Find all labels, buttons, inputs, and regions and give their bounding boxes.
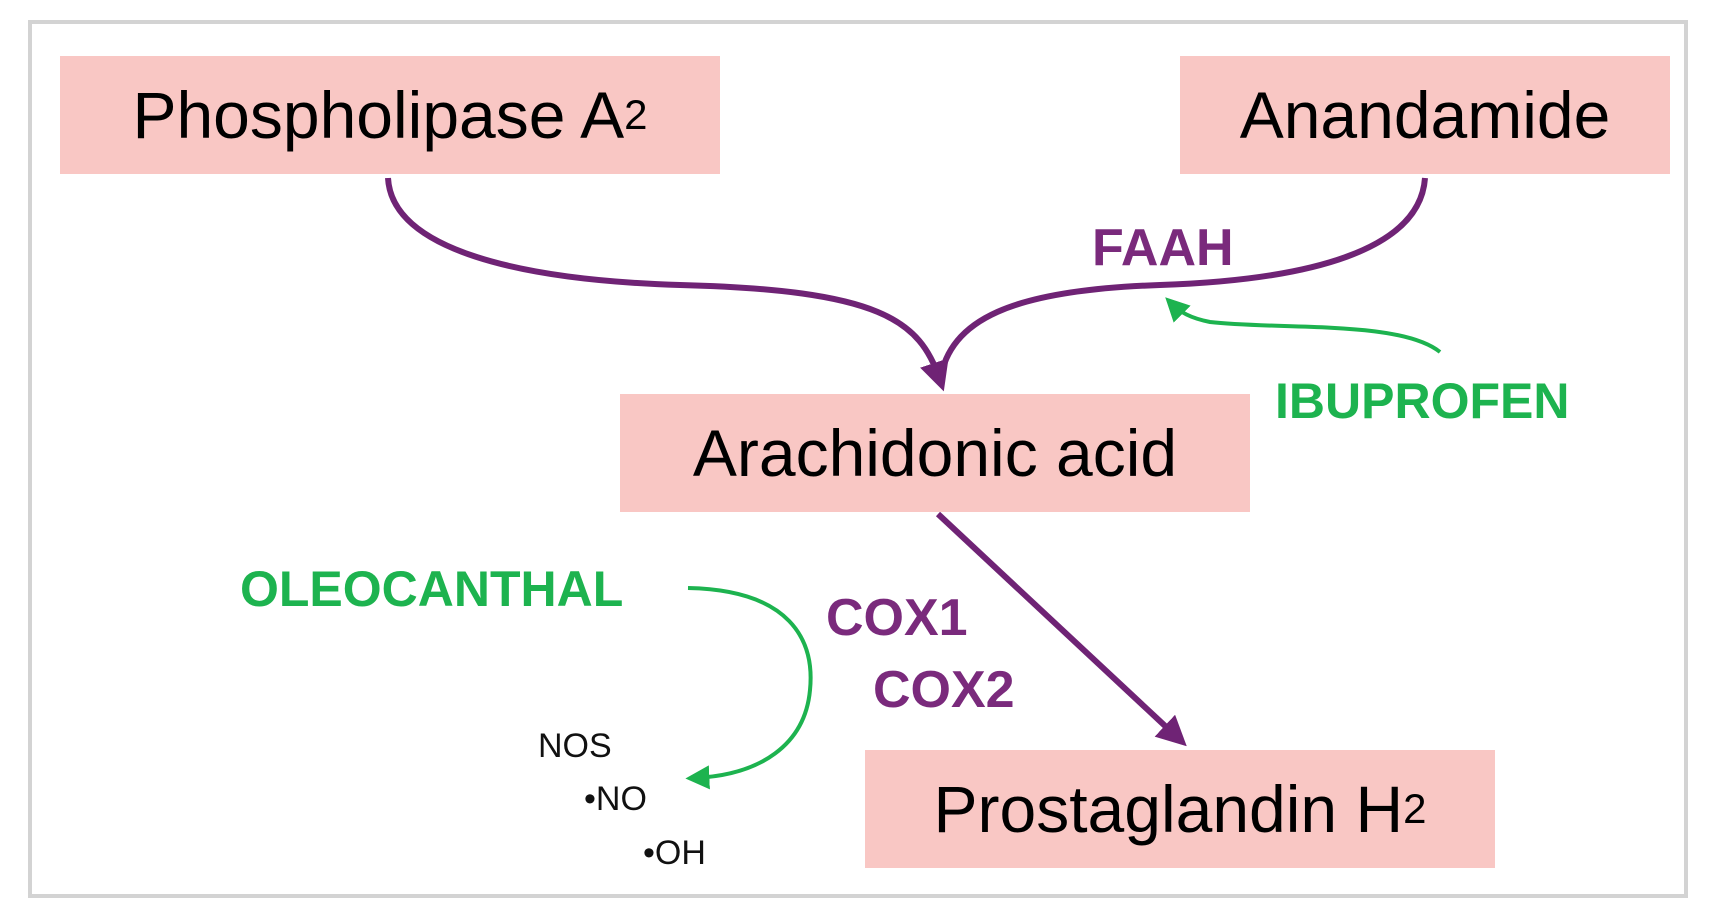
phospholipase-label: Phospholipase A [132,78,625,152]
prostaglandin-label: Prostaglandin H [933,772,1404,846]
anandamide-label: Anandamide [1239,78,1611,152]
ibuprofen-label: IBUPROFEN [1275,373,1570,429]
arachidonic-acid-box: Arachidonic acid [620,394,1250,512]
arrow-oleocanthal-to-nos [685,586,813,790]
hydroxyl-radical-label: •OH [643,834,706,872]
cox2-label: COX2 [873,661,1015,719]
arrow-pla2-to-arachidonic [385,177,949,392]
arrow-arachidonic-to-prostaglandin [935,511,1187,747]
faah-label: FAAH [1092,219,1234,277]
cox1-label: COX1 [826,589,968,647]
oleocanthal-label: OLEOCANTHAL [240,561,624,617]
nitric-oxide-radical-label: •NO [584,780,647,818]
nos-label: NOS [538,727,612,765]
arrow-ibuprofen-to-faah [1165,297,1442,354]
arachidonic-label: Arachidonic acid [692,416,1178,490]
anandamide-box: Anandamide [1180,56,1670,174]
arrow-anandamide-to-arachidonic [937,177,1428,381]
